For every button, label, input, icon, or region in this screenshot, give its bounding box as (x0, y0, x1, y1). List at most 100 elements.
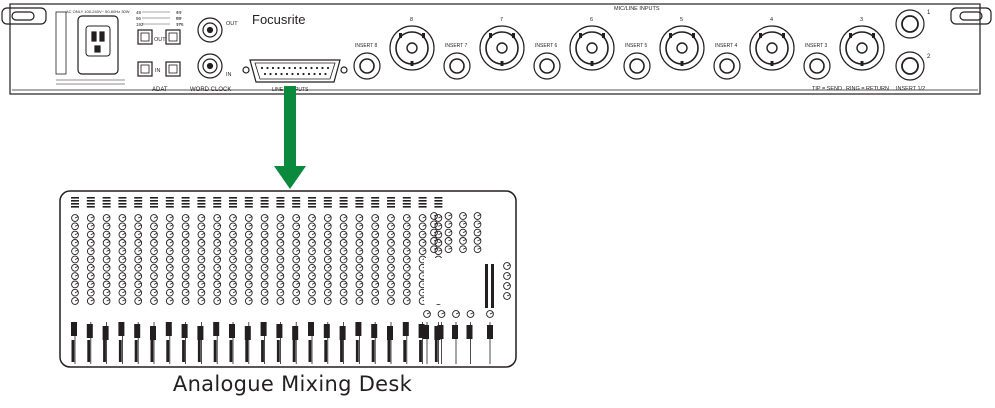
instrument-input-jack[interactable] (895, 51, 925, 81)
channel-knob[interactable] (434, 214, 443, 222)
channel-knob[interactable] (71, 222, 79, 231)
channel-knob[interactable] (229, 230, 237, 239)
channel-knob[interactable] (402, 222, 411, 231)
channel-knob[interactable] (86, 255, 95, 264)
channel-knob[interactable] (260, 222, 269, 231)
channel-fader[interactable] (260, 322, 267, 336)
channel-knob[interactable] (308, 255, 316, 264)
channel-knob[interactable] (181, 230, 190, 239)
aux-fader[interactable] (437, 325, 444, 339)
channel-knob[interactable] (86, 239, 95, 247)
channel-knob[interactable] (229, 288, 237, 297)
channel-knob[interactable] (71, 214, 79, 222)
channel-knob[interactable] (371, 239, 380, 247)
channel-knob[interactable] (308, 230, 316, 239)
aux-level-knob[interactable] (466, 310, 475, 318)
channel-knob[interactable] (118, 214, 127, 222)
channel-knob[interactable] (118, 297, 127, 305)
channel-knob[interactable] (244, 288, 253, 297)
channel-knob[interactable] (323, 297, 332, 305)
channel-fader[interactable] (323, 324, 330, 338)
iec-power-socket[interactable] (77, 15, 119, 75)
channel-knob[interactable] (181, 263, 190, 272)
channel-knob[interactable] (387, 230, 395, 239)
channel-knob[interactable] (339, 214, 348, 222)
channel-knob[interactable] (150, 272, 158, 280)
channel-knob[interactable] (213, 297, 222, 305)
channel-knob[interactable] (197, 222, 206, 231)
channel-knob[interactable] (102, 230, 111, 239)
channel-knob[interactable] (165, 214, 174, 222)
channel-knob[interactable] (434, 239, 443, 247)
channel-knob[interactable] (323, 230, 332, 239)
channel-knob[interactable] (213, 288, 222, 297)
channel-knob[interactable] (150, 288, 158, 297)
channel-knob[interactable] (71, 280, 79, 289)
channel-fader[interactable] (213, 322, 220, 336)
channel-knob[interactable] (244, 297, 253, 305)
channel-knob[interactable] (134, 272, 143, 280)
channel-knob[interactable] (86, 288, 95, 297)
channel-knob[interactable] (434, 230, 443, 239)
channel-knob[interactable] (165, 230, 174, 239)
channel-knob[interactable] (371, 263, 380, 272)
channel-knob[interactable] (323, 214, 332, 222)
channel-knob[interactable] (418, 247, 427, 256)
channel-knob[interactable] (181, 214, 190, 222)
aux-knob[interactable] (444, 245, 453, 254)
channel-knob[interactable] (418, 214, 427, 222)
channel-knob[interactable] (308, 280, 316, 289)
channel-knob[interactable] (213, 222, 222, 231)
channel-knob[interactable] (71, 230, 79, 239)
channel-knob[interactable] (165, 288, 174, 297)
channel-fader[interactable] (292, 326, 299, 340)
channel-knob[interactable] (276, 272, 285, 280)
combo-input-connector[interactable] (659, 25, 705, 71)
channel-knob[interactable] (434, 247, 443, 256)
channel-knob[interactable] (402, 230, 411, 239)
aux-knob[interactable] (473, 228, 482, 237)
channel-knob[interactable] (86, 272, 95, 280)
channel-knob[interactable] (150, 297, 158, 305)
channel-knob[interactable] (229, 297, 237, 305)
channel-knob[interactable] (402, 280, 411, 289)
channel-knob[interactable] (371, 247, 380, 256)
master-knob[interactable] (503, 282, 511, 290)
channel-knob[interactable] (292, 247, 301, 256)
channel-knob[interactable] (165, 255, 174, 264)
channel-knob[interactable] (213, 263, 222, 272)
channel-knob[interactable] (355, 230, 364, 239)
channel-knob[interactable] (229, 239, 237, 247)
insert-jack-socket[interactable] (443, 52, 471, 80)
channel-knob[interactable] (339, 288, 348, 297)
channel-knob[interactable] (134, 288, 143, 297)
channel-knob[interactable] (371, 214, 380, 222)
channel-fader[interactable] (71, 322, 77, 336)
channel-knob[interactable] (181, 297, 190, 305)
channel-knob[interactable] (339, 255, 348, 264)
channel-knob[interactable] (355, 263, 364, 272)
master-knob[interactable] (503, 272, 511, 280)
channel-knob[interactable] (150, 222, 158, 231)
channel-knob[interactable] (339, 263, 348, 272)
word-clock-in-bnc[interactable] (197, 53, 223, 79)
channel-fader[interactable] (86, 324, 93, 338)
channel-knob[interactable] (181, 239, 190, 247)
channel-knob[interactable] (355, 297, 364, 305)
channel-knob[interactable] (229, 247, 237, 256)
channel-knob[interactable] (323, 222, 332, 231)
channel-knob[interactable] (197, 247, 206, 256)
channel-knob[interactable] (102, 239, 111, 247)
aux-level-knob[interactable] (423, 310, 431, 318)
channel-knob[interactable] (150, 239, 158, 247)
channel-fader[interactable] (134, 324, 141, 338)
channel-knob[interactable] (308, 288, 316, 297)
channel-knob[interactable] (260, 272, 269, 280)
channel-knob[interactable] (86, 297, 95, 305)
aux-knob[interactable] (430, 245, 438, 254)
channel-knob[interactable] (308, 297, 316, 305)
channel-knob[interactable] (260, 230, 269, 239)
channel-knob[interactable] (229, 280, 237, 289)
channel-fader[interactable] (181, 324, 188, 338)
channel-knob[interactable] (276, 222, 285, 231)
